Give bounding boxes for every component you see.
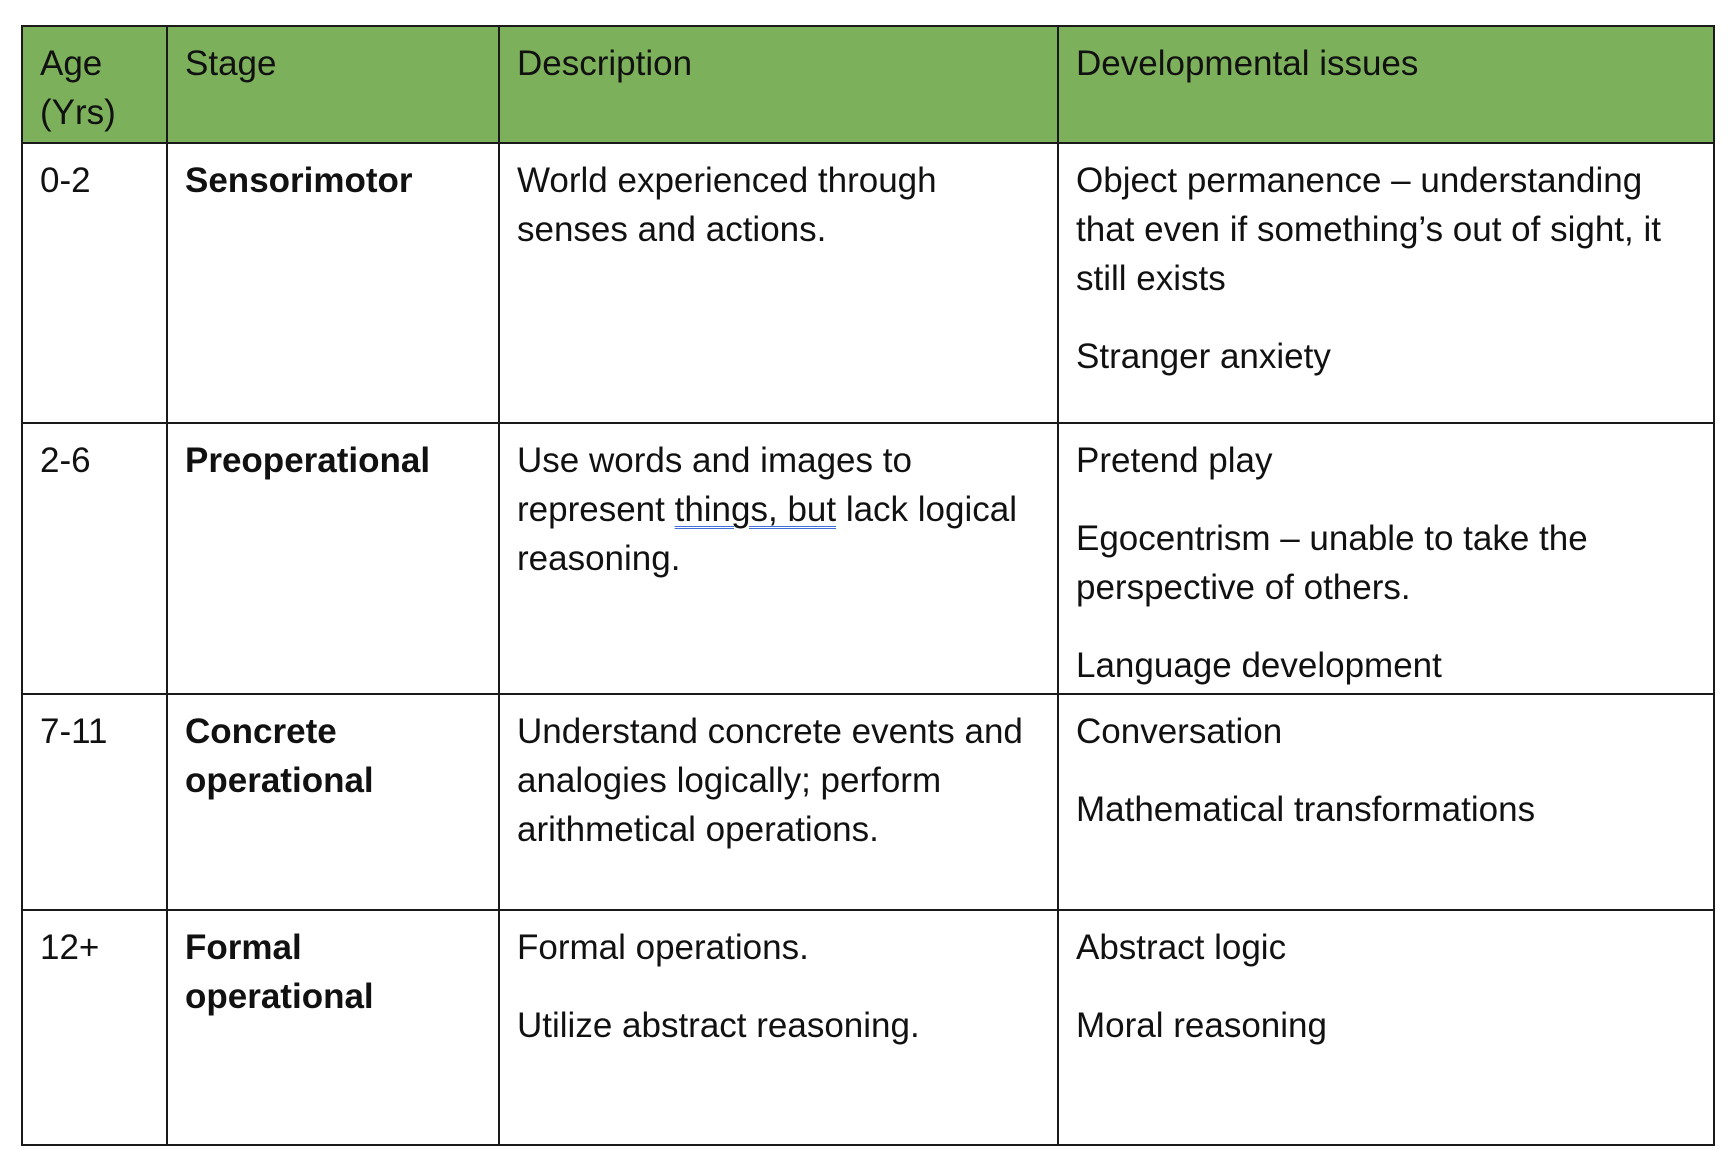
age-cell: 12+	[21, 909, 168, 1146]
header-developmental-issues: Developmental issues	[1057, 25, 1715, 144]
age-cell: 0-2	[21, 142, 168, 424]
issues-cell: Abstract logic Moral reasoning	[1057, 909, 1715, 1146]
header-row: Age (Yrs) Stage Description Developmenta…	[21, 25, 1715, 144]
table-row: 0-2 Sensorimotor World experienced throu…	[21, 142, 1715, 424]
table-row: 12+ Formal operational Formal operations…	[21, 909, 1715, 1146]
issues-cell: Pretend play Egocentrism – unable to tak…	[1057, 422, 1715, 695]
issue-item: Abstract logic	[1076, 928, 1287, 967]
table-row: 7-11 Concrete operational Understand con…	[21, 693, 1715, 911]
description-text: World experienced through senses and act…	[517, 161, 937, 249]
stage-name: Preoperational	[185, 441, 431, 480]
age-cell: 2-6	[21, 422, 168, 695]
issue-item: Mathematical transformations	[1076, 790, 1536, 829]
issue-item: Language development	[1076, 646, 1442, 685]
issue-item: Moral reasoning	[1076, 1006, 1327, 1045]
stage-name: Formal operational	[185, 928, 374, 1016]
stage-name: Sensorimotor	[185, 161, 413, 200]
stage-cell: Concrete operational	[166, 693, 500, 911]
issue-item: Stranger anxiety	[1076, 337, 1331, 376]
grammar-flagged-text[interactable]: things, but	[674, 490, 837, 529]
header-stage: Stage	[166, 25, 500, 144]
description-text: Utilize abstract reasoning.	[517, 1006, 920, 1045]
issues-cell: Object permanence – understanding that e…	[1057, 142, 1715, 424]
issue-item: Pretend play	[1076, 441, 1273, 480]
issues-cell: Conversation Mathematical transformation…	[1057, 693, 1715, 911]
cognitive-stages-table: Age (Yrs) Stage Description Developmenta…	[21, 25, 1715, 1146]
stage-name: Concrete operational	[185, 712, 374, 800]
description-cell: Use words and images to represent things…	[498, 422, 1059, 695]
description-text-after: lack logical reasoning.	[517, 490, 1018, 578]
description-cell: World experienced through senses and act…	[498, 142, 1059, 424]
issue-item: Object permanence – understanding that e…	[1076, 161, 1661, 298]
description-text: Formal operations.	[517, 928, 809, 967]
age-cell: 7-11	[21, 693, 168, 911]
description-cell: Understand concrete events and analogies…	[498, 693, 1059, 911]
header-age: Age (Yrs)	[21, 25, 168, 144]
issue-item: Egocentrism – unable to take the perspec…	[1076, 519, 1588, 607]
stage-cell: Sensorimotor	[166, 142, 500, 424]
stage-cell: Formal operational	[166, 909, 500, 1146]
issue-item: Conversation	[1076, 712, 1283, 751]
stage-cell: Preoperational	[166, 422, 500, 695]
description-text: Use words and images to represent things…	[517, 436, 1045, 583]
description-text-before: Use words and images to represent	[517, 441, 912, 529]
description-text: Understand concrete events and analogies…	[517, 712, 1023, 849]
table-row: 2-6 Preoperational Use words and images …	[21, 422, 1715, 695]
description-cell: Formal operations. Utilize abstract reas…	[498, 909, 1059, 1146]
header-description: Description	[498, 25, 1059, 144]
